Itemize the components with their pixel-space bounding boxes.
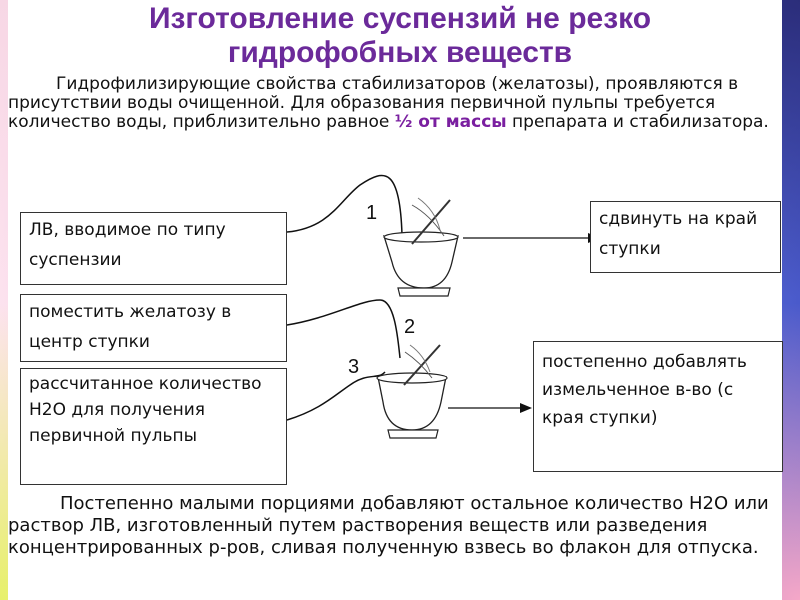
intro-text-end: препарата и стабилизатора. (506, 112, 769, 132)
box-gelatose-text: поместить желатозу в центр ступки (29, 302, 232, 352)
title-line-2: гидрофобных веществ (227, 36, 573, 69)
step-number-3: 3 (348, 356, 360, 378)
conclusion-text: Постепенно малыми порциями добавляют ост… (8, 493, 769, 558)
conclusion-paragraph: Постепенно малыми порциями добавляют ост… (8, 493, 788, 559)
box-lv-suspension: ЛВ, вводимое по типу суспензии (20, 212, 287, 285)
box-water-text: рассчитанное количество H2O для получени… (29, 374, 262, 446)
intro-paragraph: Гидрофилизирующие свойства стабилизаторо… (8, 75, 788, 132)
title-line-1: Изготовление суспензий не резко (148, 2, 652, 35)
mortar-with-pestle-icon (376, 344, 448, 439)
box-gelatose: поместить желатозу в центр ступки (20, 294, 287, 362)
box-gradual: постепенно добавлять измельченное в-во (… (533, 341, 783, 472)
mortar-with-pestle-icon (383, 197, 459, 297)
box-shift: сдвинуть на край ступки (590, 201, 781, 273)
box-water: рассчитанное количество H2O для получени… (20, 368, 287, 485)
box-lv-suspension-text: ЛВ, вводимое по типу суспензии (29, 220, 226, 270)
intro-highlight: ½ от массы (394, 112, 507, 132)
step-number-1: 1 (366, 202, 378, 224)
box-gradual-text: постепенно добавлять измельченное в-во (… (542, 352, 747, 428)
step-number-2: 2 (404, 316, 416, 338)
slide-title: Изготовление суспензий не резко гидрофоб… (20, 2, 780, 70)
intro-text: Гидрофилизирующие свойства стабилизаторо… (8, 74, 739, 132)
box-shift-text: сдвинуть на край ступки (599, 209, 758, 259)
